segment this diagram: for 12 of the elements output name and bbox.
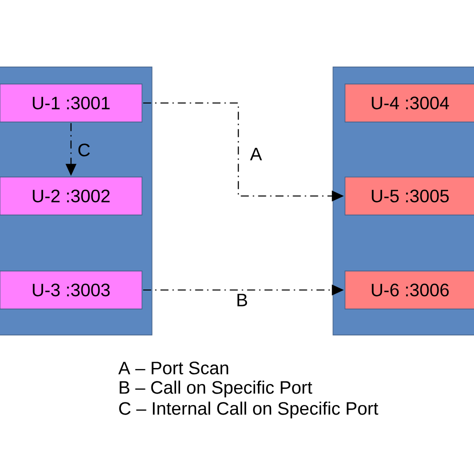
legend-text: B – Call on Specific Port: [120, 380, 312, 398]
edge-label: C: [78, 144, 90, 156]
port-box: U-2 :3002: [0, 176, 142, 216]
edge-label: B: [237, 294, 248, 306]
legend-text: C – Internal Call on Specific Port: [119, 402, 378, 418]
port-box: U-1 :3001: [0, 84, 142, 122]
port-box: U-4 :3004: [344, 84, 474, 122]
port-box: U-5 :3005: [344, 176, 474, 216]
edge-label: A: [250, 148, 262, 160]
legend-text: A – Port Scan: [118, 362, 228, 374]
port-box: U-3 :3003: [0, 270, 142, 310]
port-box: U-6 :3006: [344, 270, 474, 310]
